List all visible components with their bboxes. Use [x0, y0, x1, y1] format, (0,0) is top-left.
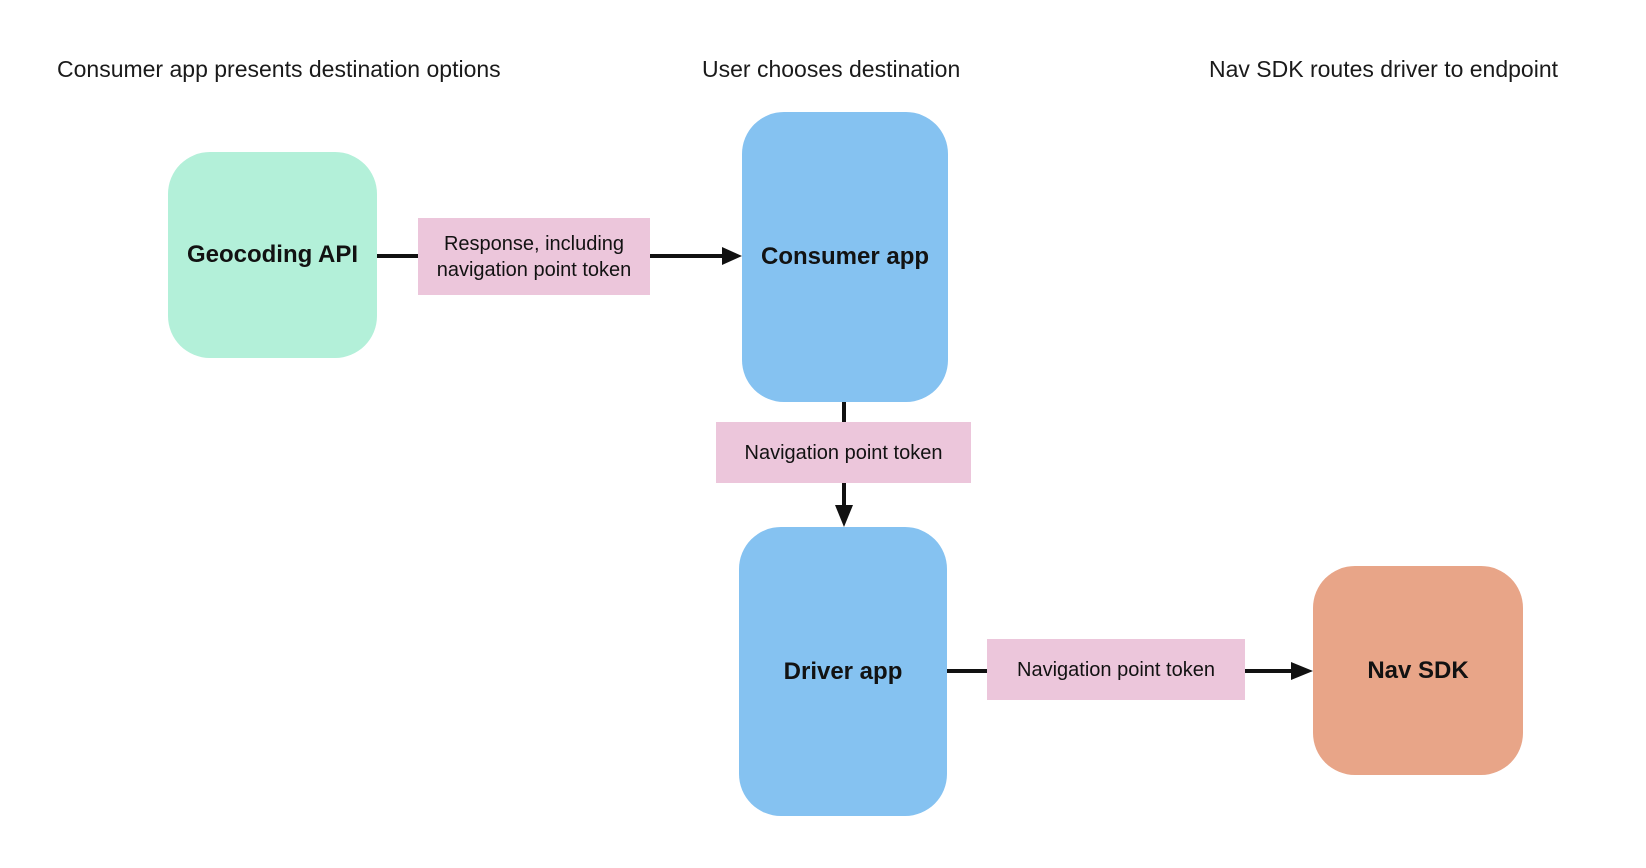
node-nav-sdk: Nav SDK [1313, 566, 1523, 775]
stage-heading-nav-sdk-routes: Nav SDK routes driver to endpoint [1209, 56, 1559, 82]
edge-label-navigation-point-token-driver-navsdk: Navigation point token [987, 639, 1245, 700]
node-consumer-app: Consumer app [742, 112, 948, 402]
stage-heading-user-chooses: User chooses destination [702, 56, 961, 82]
edge-label-response-navigation-point-token: Response, including navigation point tok… [418, 218, 650, 295]
stage-heading-consumer-presents: Consumer app presents destination option… [57, 56, 501, 82]
node-driver-app: Driver app [739, 527, 947, 816]
node-geocoding-api: Geocoding API [168, 152, 377, 358]
edge-label-navigation-point-token-consumer-driver: Navigation point token [716, 422, 971, 483]
